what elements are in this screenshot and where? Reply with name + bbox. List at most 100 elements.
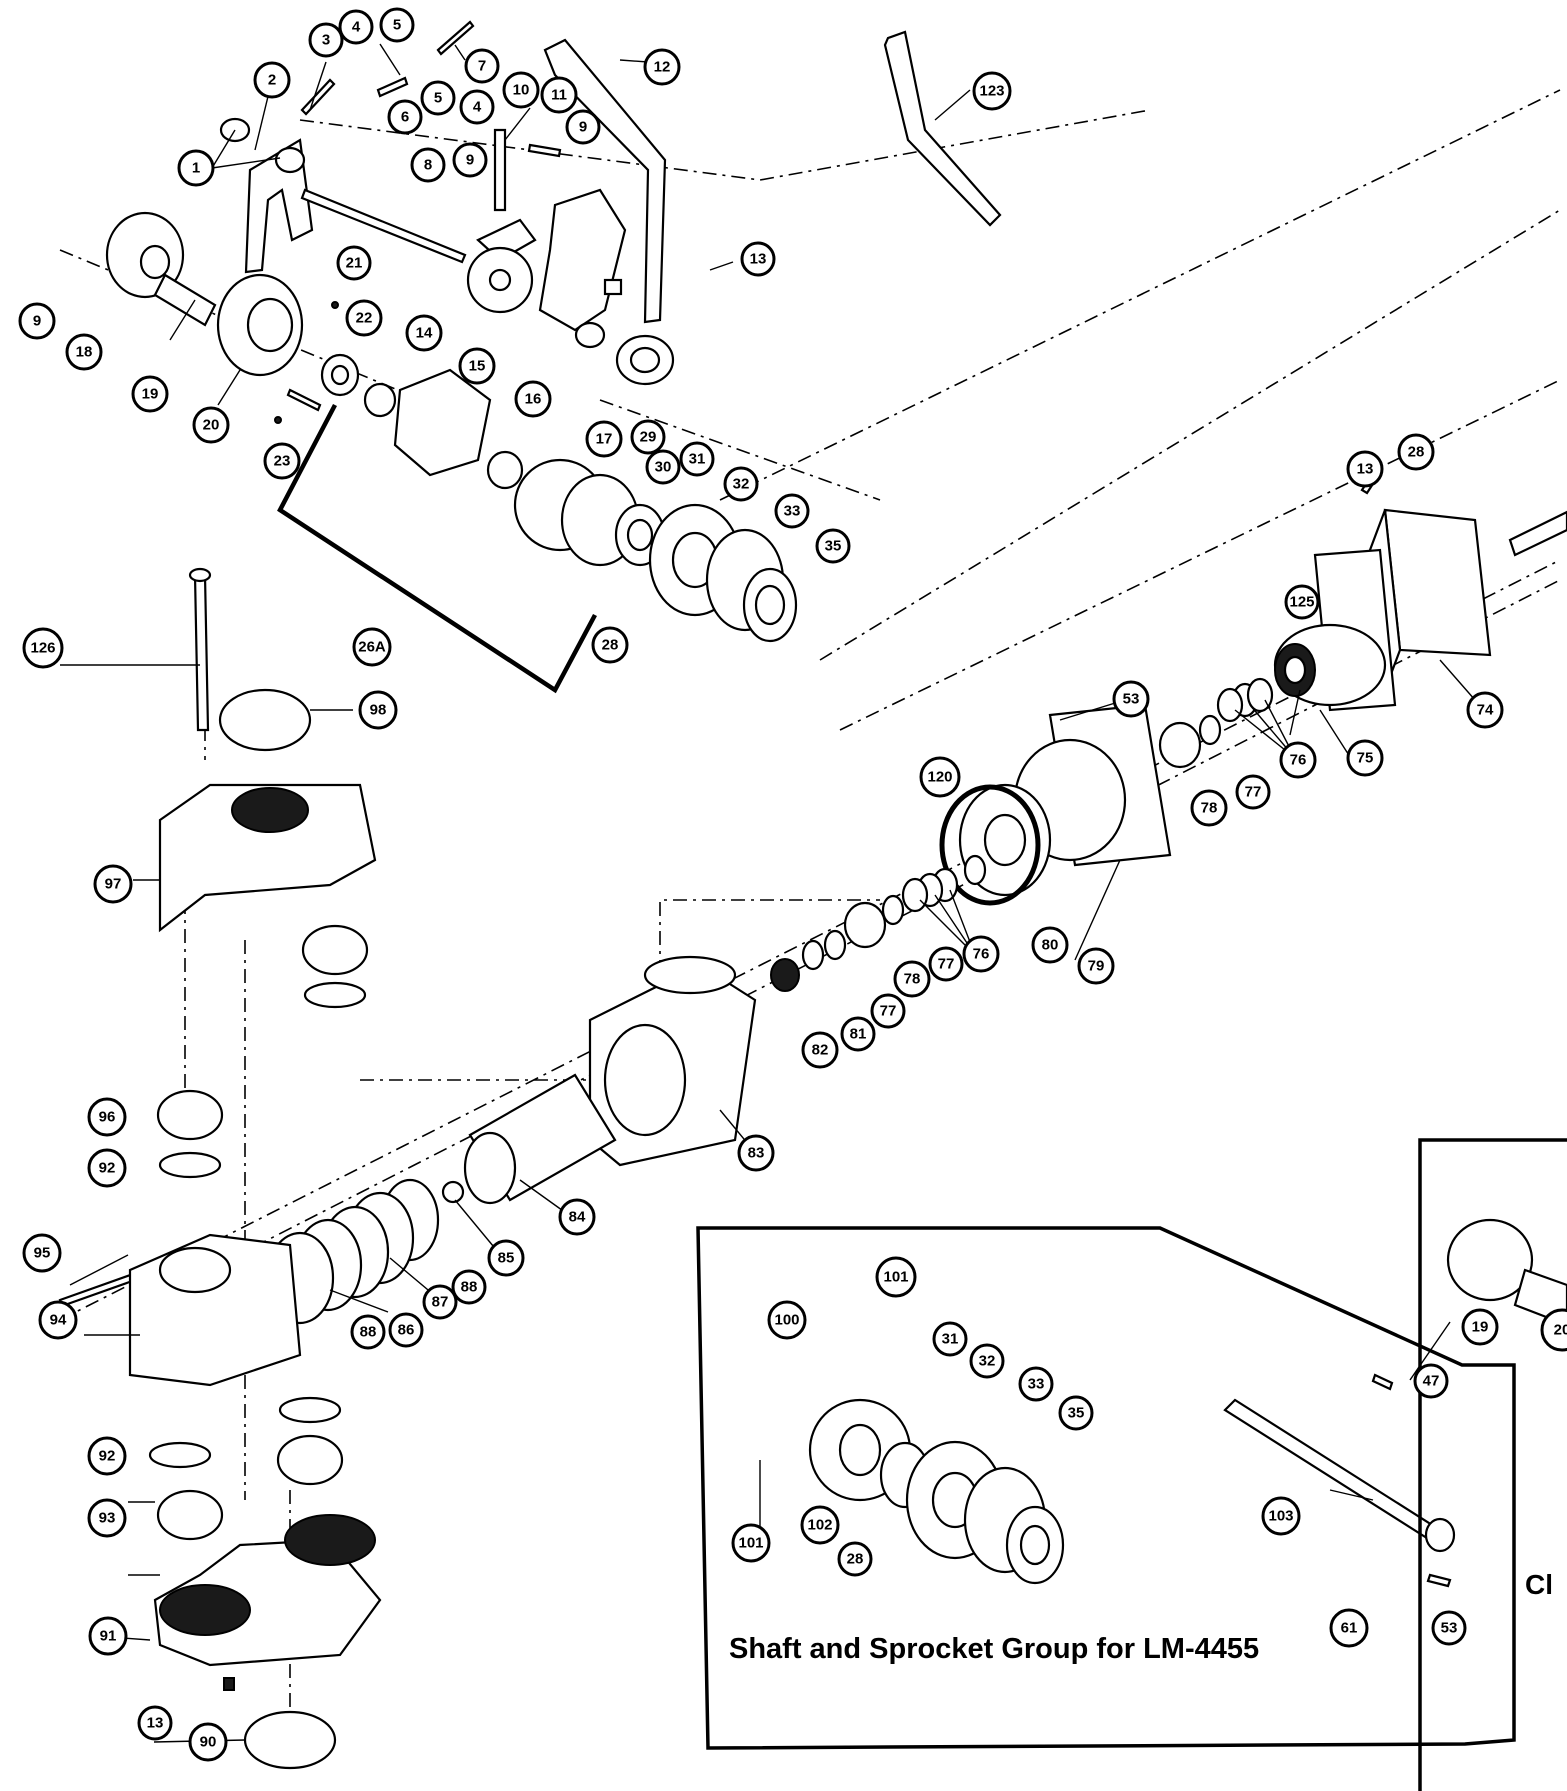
callout-circle (452, 142, 488, 178)
callout-c13c: 13 (137, 1705, 173, 1741)
callout-circle (263, 442, 301, 480)
callout-number: 75 (1357, 750, 1374, 767)
callout-c9a: 9 (565, 109, 601, 145)
callout-c35: 35 (815, 528, 851, 564)
callout-number: 61 (1341, 1620, 1358, 1637)
callout-number: 76 (1290, 752, 1307, 769)
callout-circle (93, 864, 133, 904)
callout-c17: 17 (585, 420, 623, 458)
callout-c91: 91 (88, 1616, 128, 1656)
callout-c4a: 4 (338, 9, 374, 45)
callout-number: 101 (738, 1535, 763, 1552)
set-screw (223, 1677, 235, 1691)
callout-c28b: 28 (1397, 433, 1435, 471)
callout-number: 13 (147, 1715, 164, 1732)
callout-c88a: 88 (451, 1269, 487, 1305)
callout-c12: 12 (643, 48, 681, 86)
callout-number: 88 (461, 1279, 478, 1296)
callout-i47: 47 (1413, 1363, 1449, 1399)
callout-number: 78 (904, 971, 921, 988)
cam-plate (538, 188, 627, 332)
callout-c75: 75 (1346, 739, 1384, 777)
shift-rod (300, 188, 467, 264)
callout-number: 19 (142, 386, 159, 403)
callout-circle (837, 1541, 873, 1577)
callout-number: 31 (689, 451, 706, 468)
callout-number: 92 (99, 1160, 116, 1177)
clutch-spring (153, 273, 217, 327)
inset-pin (1426, 1573, 1452, 1588)
callout-number: 87 (432, 1294, 449, 1311)
right-partial-inset: Cl (1418, 1138, 1567, 1791)
callout-circle (177, 149, 215, 187)
callout-circle (630, 419, 666, 455)
callout-circle (379, 7, 415, 43)
callout-c4b: 4 (459, 89, 495, 125)
callout-c80: 80 (1031, 926, 1069, 964)
callout-c120: 120 (919, 756, 961, 798)
callout-number: 90 (200, 1734, 217, 1751)
callout-circle (815, 528, 851, 564)
callout-number: 20 (1554, 1322, 1567, 1339)
shaft-sprocket-inset (696, 1226, 1516, 1750)
callout-number: 100 (774, 1312, 799, 1329)
callout-r19: 19 (1461, 1308, 1499, 1346)
washer (881, 894, 905, 926)
callout-c10: 10 (502, 71, 540, 109)
callout-number: 30 (655, 459, 672, 476)
callout-circle (1018, 1366, 1054, 1402)
compression-spring (1158, 721, 1202, 769)
callout-number: 14 (416, 325, 433, 342)
callout-c88b: 88 (350, 1314, 386, 1350)
callout-circle (458, 347, 496, 385)
callout-circle (972, 71, 1012, 111)
callout-number: 47 (1423, 1373, 1440, 1390)
block (603, 278, 623, 296)
callout-number: 33 (1028, 1376, 1045, 1393)
screw (436, 20, 475, 56)
callout-c19: 19 (131, 375, 169, 413)
callout-c81: 81 (840, 1016, 876, 1052)
callout-i32: 32 (969, 1343, 1005, 1379)
callout-circle (1540, 1308, 1567, 1352)
callout-circle (422, 1284, 458, 1320)
callout-circle (801, 1031, 839, 1069)
callout-c6: 6 (387, 99, 423, 135)
group-bracket (277, 403, 597, 694)
callout-number: 102 (807, 1517, 832, 1534)
callout-circle (591, 626, 629, 664)
callout-number: 91 (100, 1628, 117, 1645)
callout-circle (928, 946, 964, 982)
callout-circle (870, 993, 906, 1029)
callout-number: 32 (733, 476, 750, 493)
callout-c92b: 92 (87, 1436, 127, 1476)
callout-number: 88 (360, 1324, 377, 1341)
washer (963, 854, 987, 886)
callout-c53a: 53 (1112, 680, 1150, 718)
callout-c5b: 5 (420, 80, 456, 116)
callout-circle (87, 1498, 127, 1538)
pin (376, 76, 409, 98)
callout-c95: 95 (22, 1233, 62, 1273)
callout-c18: 18 (65, 333, 103, 371)
callout-c3: 3 (308, 22, 344, 58)
callout-circle (350, 1314, 386, 1350)
callout-number: 77 (1245, 784, 1262, 801)
callout-number: 9 (579, 119, 587, 136)
callout-i100: 100 (767, 1300, 807, 1340)
callout-circle (565, 109, 601, 145)
callout-c31: 31 (679, 441, 715, 477)
callout-circle (875, 1256, 917, 1298)
callout-number: 8 (424, 157, 432, 174)
key (286, 388, 322, 412)
pin (193, 573, 210, 732)
gearbox-housing-group (770, 468, 1567, 992)
callout-circle (451, 1269, 487, 1305)
callout-c77a: 77 (1235, 774, 1271, 810)
callout-c77b: 77 (928, 946, 964, 982)
callout-circle (1284, 584, 1320, 620)
callout-c126: 126 (22, 627, 64, 669)
callout-c11: 11 (540, 76, 578, 114)
callout-r20: 20 (1540, 1308, 1567, 1352)
